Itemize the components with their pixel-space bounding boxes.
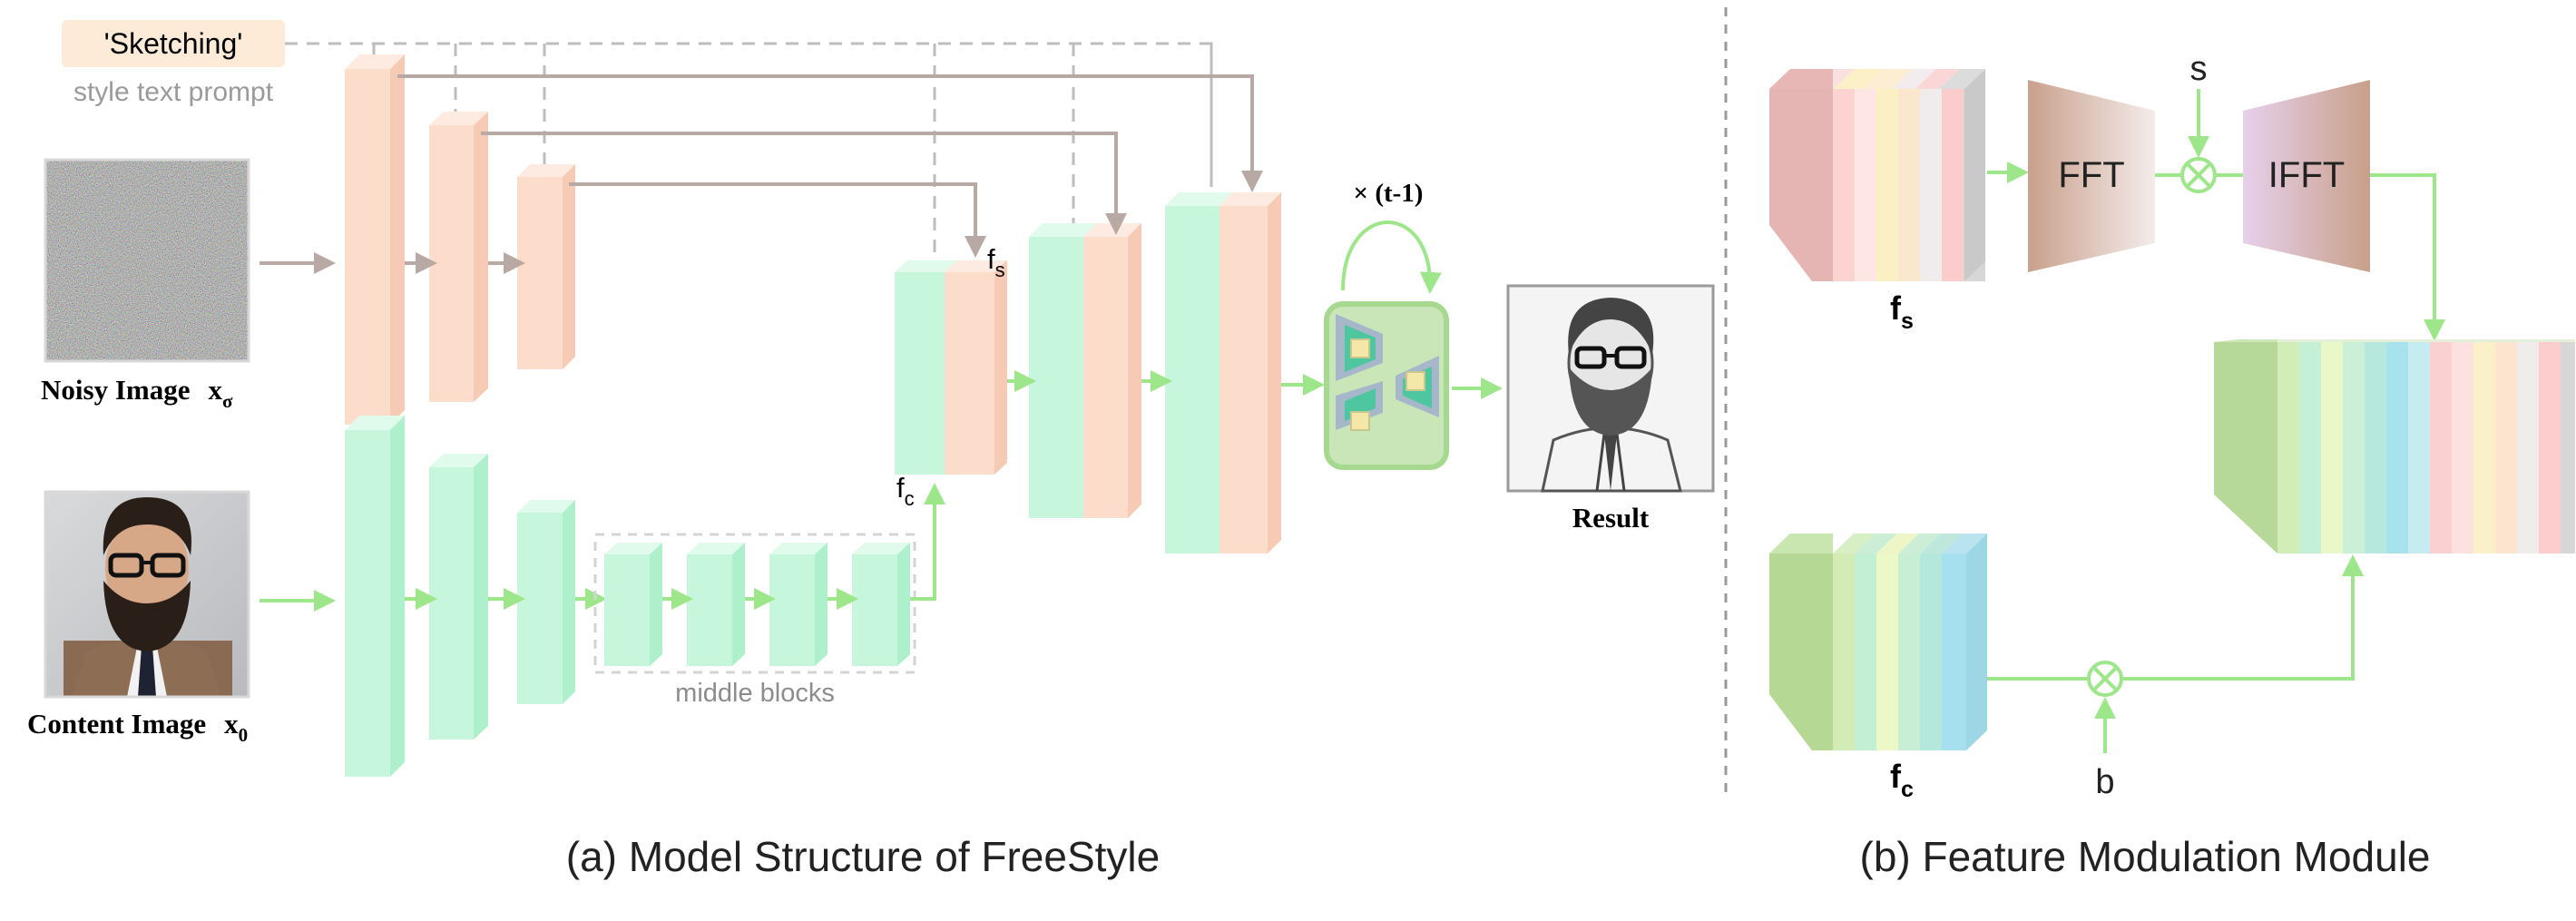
content-image <box>44 490 250 699</box>
svg-text:FFT: FFT <box>2058 155 2124 195</box>
combined-tensor-top <box>2214 339 2277 342</box>
skip-connections <box>397 74 1263 258</box>
loop-label: × (t-1) <box>1354 179 1424 208</box>
encoder-arrows <box>405 252 607 610</box>
decoder-block-2 <box>1029 223 1141 518</box>
ifft-block: IFFT <box>2243 80 2370 272</box>
multiply-icon <box>2180 157 2217 193</box>
decoder-block-1 <box>895 260 1007 475</box>
noisy-image <box>44 158 250 363</box>
panel-a: 'Sketching' style text prompt Noisy Imag… <box>27 20 1715 880</box>
panel-b: fs FFT s IFFT <box>1769 50 2575 880</box>
content-block-1 <box>345 416 405 777</box>
result-label: Result <box>1572 502 1650 534</box>
fc-tensor <box>1769 534 1987 750</box>
style-encoder <box>345 54 575 425</box>
ifft-out-arrow <box>2370 173 2445 341</box>
prompt-text: 'Sketching' <box>104 27 243 60</box>
content-block-2 <box>429 454 488 740</box>
fc-arrow <box>910 483 945 601</box>
content-encoder <box>345 416 575 777</box>
loop-arrow <box>1341 220 1442 294</box>
content-block-3 <box>517 500 575 704</box>
multiply-icon <box>2087 661 2123 697</box>
prompt-caption: style text prompt <box>73 77 274 107</box>
middle-blocks-label: middle blocks <box>675 679 835 708</box>
style-block-3 <box>517 164 575 369</box>
fc-label-a: fc <box>896 472 915 510</box>
style-block-2 <box>429 112 488 402</box>
fs-label-b: fs <box>1890 289 1914 334</box>
decoder-block-3 <box>1165 192 1281 554</box>
caption-a: (a) Model Structure of FreeStyle <box>566 833 1160 880</box>
style-prompt: 'Sketching' style text prompt <box>62 20 285 107</box>
combined-tensor <box>2214 339 2575 554</box>
middle-blocks <box>593 533 916 674</box>
style-block-1 <box>345 54 405 425</box>
fft-block: FFT <box>2028 80 2155 272</box>
svg-text:IFFT: IFFT <box>2268 155 2345 195</box>
b-label: b <box>2095 763 2114 801</box>
fc-to-combined-arrow <box>2121 554 2364 681</box>
decoder <box>895 192 1325 554</box>
s-label: s <box>2190 50 2208 88</box>
sketch-portrait <box>1506 284 1715 493</box>
fs-tensor <box>1769 69 1985 281</box>
denoiser-icon <box>1324 301 1449 470</box>
fs-label-a: fs <box>987 243 1005 281</box>
fc-label-b: fc <box>1890 758 1914 802</box>
caption-b: (b) Feature Modulation Module <box>1860 833 2431 880</box>
